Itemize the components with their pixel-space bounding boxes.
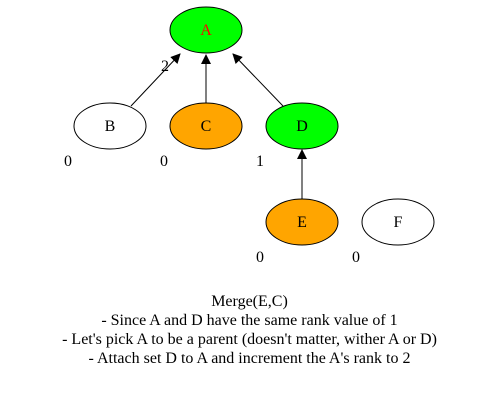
rank-label-e: 0 (256, 249, 264, 266)
node-a-label: A (200, 22, 212, 39)
rank-label-b: 0 (64, 153, 72, 170)
node-c: C (169, 102, 243, 150)
rank-label-a: 2 (161, 58, 169, 75)
node-b: B (73, 102, 147, 150)
node-f-shape (361, 198, 435, 246)
node-f-label: F (394, 214, 403, 231)
node-d-shape (265, 102, 339, 150)
edge-d-to-a (232, 53, 284, 107)
node-e-label: E (297, 214, 307, 231)
caption-line: - Attach set D to A and increment the A'… (88, 350, 411, 367)
node-f: F (361, 198, 435, 246)
caption-line: - Since A and D have the same rank value… (101, 312, 398, 329)
union-find-diagram: A B C D E F 2 0 0 1 0 0 (64, 6, 435, 266)
rank-label-d: 1 (256, 153, 264, 170)
rank-label-c: 0 (160, 153, 168, 170)
caption: Merge(E,C) - Since A and D have the same… (0, 292, 499, 368)
node-a-shape (169, 6, 243, 54)
node-e-shape (265, 198, 339, 246)
rank-label-f: 0 (352, 249, 360, 266)
node-c-shape (169, 102, 243, 150)
node-d: D (265, 102, 339, 150)
caption-title: Merge(E,C) (211, 293, 288, 310)
node-d-label: D (296, 118, 308, 135)
caption-line: - Let's pick A to be a parent (doesn't m… (62, 331, 437, 348)
edge-b-to-a (130, 53, 181, 107)
node-b-label: B (105, 118, 116, 135)
node-b-shape (73, 102, 147, 150)
node-c-label: C (201, 118, 212, 135)
node-e: E (265, 198, 339, 246)
node-a: A (169, 6, 243, 54)
